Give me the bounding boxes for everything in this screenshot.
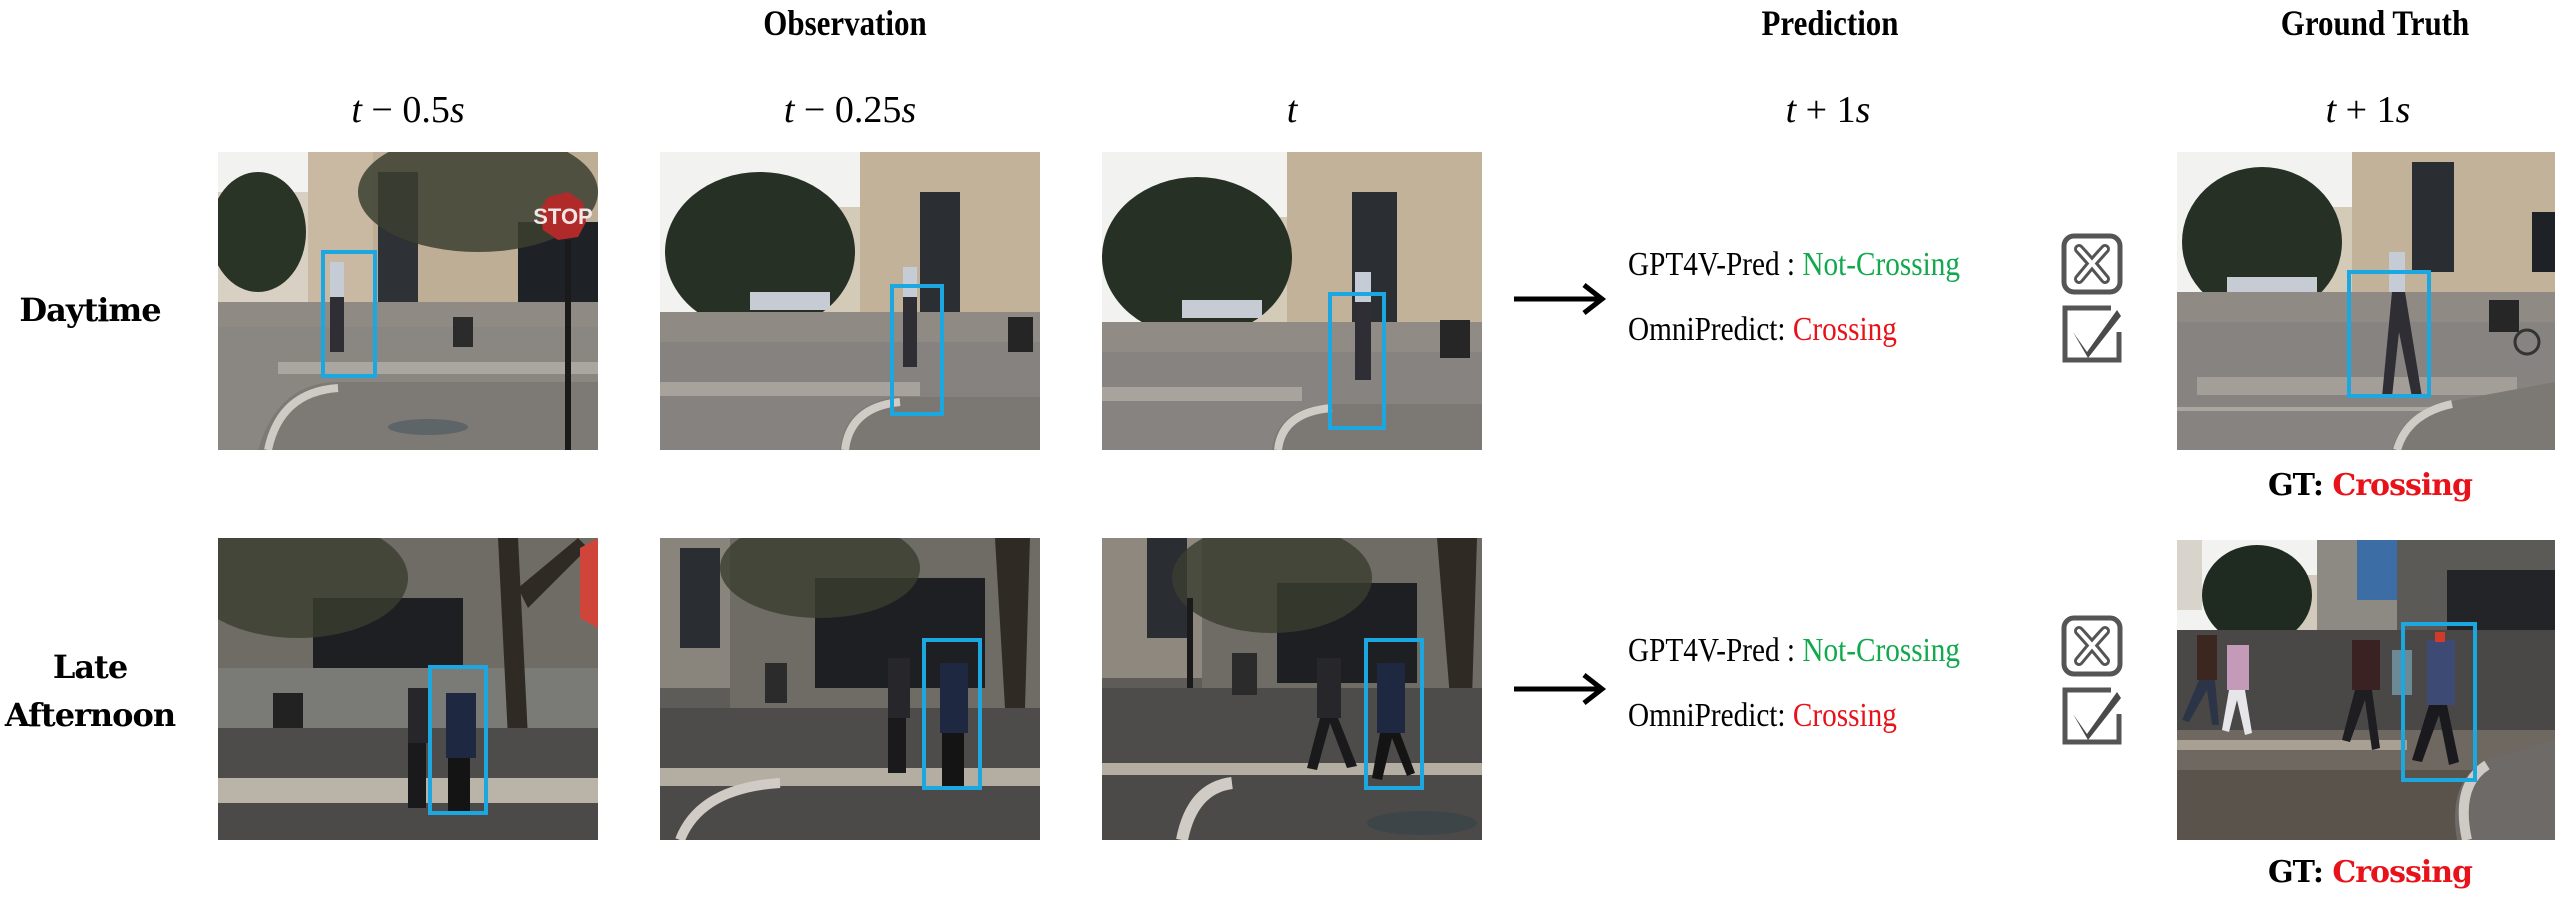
afternoon-gt-label: GT: Crossing [2267,855,2473,890]
omnipredict-value: Crossing [1792,697,1897,734]
check-box-icon [2062,687,2122,745]
daytime-frame-t-minus-0.25s [660,152,1040,450]
omnipredict-prediction: OmniPredict: Crossing [1628,311,1897,349]
pedestrian-bounding-box [428,665,488,815]
afternoon-ground-truth-image [2177,540,2555,840]
omnipredict-value: Crossing [1792,311,1897,348]
afternoon-frame-t [1102,538,1482,840]
afternoon-frame-t-minus-0.25s [660,538,1040,840]
gpt4v-prediction: GPT4V-Pred : Not-Crossing [1628,246,1960,284]
gpt4v-pred-label: GPT4V-Pred : [1628,632,1796,669]
x-box-icon [2061,233,2123,295]
street-scene-image [1102,538,1482,840]
street-scene-image [1102,152,1482,450]
pedestrian-bounding-box [2347,270,2431,398]
pedestrian-bounding-box [1328,292,1386,430]
daytime-frame-t [1102,152,1482,450]
time-label-t-minus-0.5s: t − 0.5s [351,89,465,131]
gpt4v-pred-value: Not-Crossing [1802,632,1960,669]
omnipredict-prediction: OmniPredict: Crossing [1628,697,1897,735]
daytime-frame-t-minus-0.5s: STOP [218,152,598,450]
check-box-icon [2062,305,2122,363]
afternoon-gt-value: Crossing [2332,855,2473,890]
gpt4v-pred-label: GPT4V-Pred : [1628,246,1796,283]
street-scene-image [218,538,598,840]
row-label-daytime: Daytime [19,291,161,329]
pedestrian-bounding-box [890,284,944,416]
observation-header: Observation [763,3,927,43]
daytime-gt-label: GT: Crossing [2267,468,2473,503]
svg-text:STOP: STOP [533,204,593,229]
pedestrian-bounding-box [1364,638,1424,790]
omnipredict-label: OmniPredict: [1628,311,1786,348]
street-scene-image [2177,152,2555,450]
gpt4v-pred-value: Not-Crossing [1802,246,1960,283]
arrow-right-icon [1514,673,1607,705]
street-scene-image: STOP [218,152,598,450]
daytime-gt-value: Crossing [2332,468,2473,503]
time-label-t-minus-0.25s: t − 0.25s [783,89,917,131]
street-scene-image [2177,540,2555,840]
prediction-header: Prediction [1761,3,1899,43]
time-label-gt-t-plus-1s: t + 1s [2325,89,2411,131]
pedestrian-bounding-box [2401,622,2477,782]
ground-truth-header: Ground Truth [2280,3,2470,43]
x-box-icon [2061,615,2123,677]
gpt4v-prediction: GPT4V-Pred : Not-Crossing [1628,632,1960,670]
street-scene-image [660,538,1040,840]
afternoon-frame-t-minus-0.5s [218,538,598,840]
omnipredict-label: OmniPredict: [1628,697,1786,734]
time-label-t: t [1286,89,1298,131]
street-scene-image [660,152,1040,450]
row-label-late-afternoon: Late Afternoon [4,648,176,734]
daytime-ground-truth-image [2177,152,2555,450]
time-label-pred-t-plus-1s: t + 1s [1785,89,1871,131]
pedestrian-bounding-box [321,250,377,378]
pedestrian-bounding-box [922,638,982,790]
arrow-right-icon [1514,283,1607,315]
